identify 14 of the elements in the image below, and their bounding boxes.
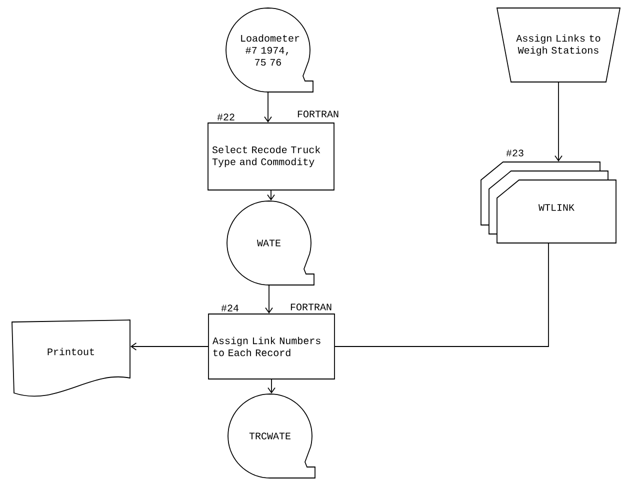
process-box: Assign Link Numbers to Each Record <box>208 314 335 380</box>
arrow <box>264 92 272 123</box>
arrow <box>265 285 273 314</box>
arrow <box>130 342 208 350</box>
arrow <box>268 379 276 394</box>
edge-label: FORTRAN <box>289 302 333 312</box>
step-number: #24 <box>221 304 238 312</box>
step-number: #22 <box>217 114 234 120</box>
process-box: Select Recode Truck Type and Commodity <box>208 122 334 190</box>
arrow <box>267 190 275 201</box>
step-number: #23 <box>506 150 524 156</box>
arrow <box>554 82 562 162</box>
edge-label: FORTRAN <box>296 110 340 118</box>
card-deck: WTLINK <box>480 162 616 244</box>
